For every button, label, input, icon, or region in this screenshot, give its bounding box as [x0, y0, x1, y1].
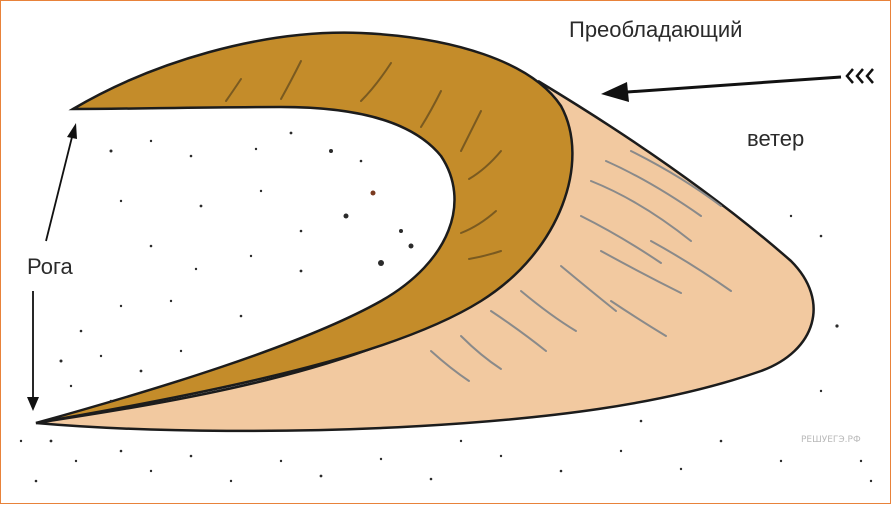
label-prevailing: Преобладающий [569, 17, 742, 42]
label-wind: ветер [747, 126, 804, 151]
horn-arrow-bottom [27, 291, 39, 411]
label-horns: Рога [27, 254, 73, 279]
horn-arrow-top [46, 123, 77, 241]
wind-arrow [601, 69, 873, 102]
watermark-text: РЕШУЕГЭ.РФ [801, 435, 861, 445]
wind-feathers-icon [847, 69, 873, 83]
